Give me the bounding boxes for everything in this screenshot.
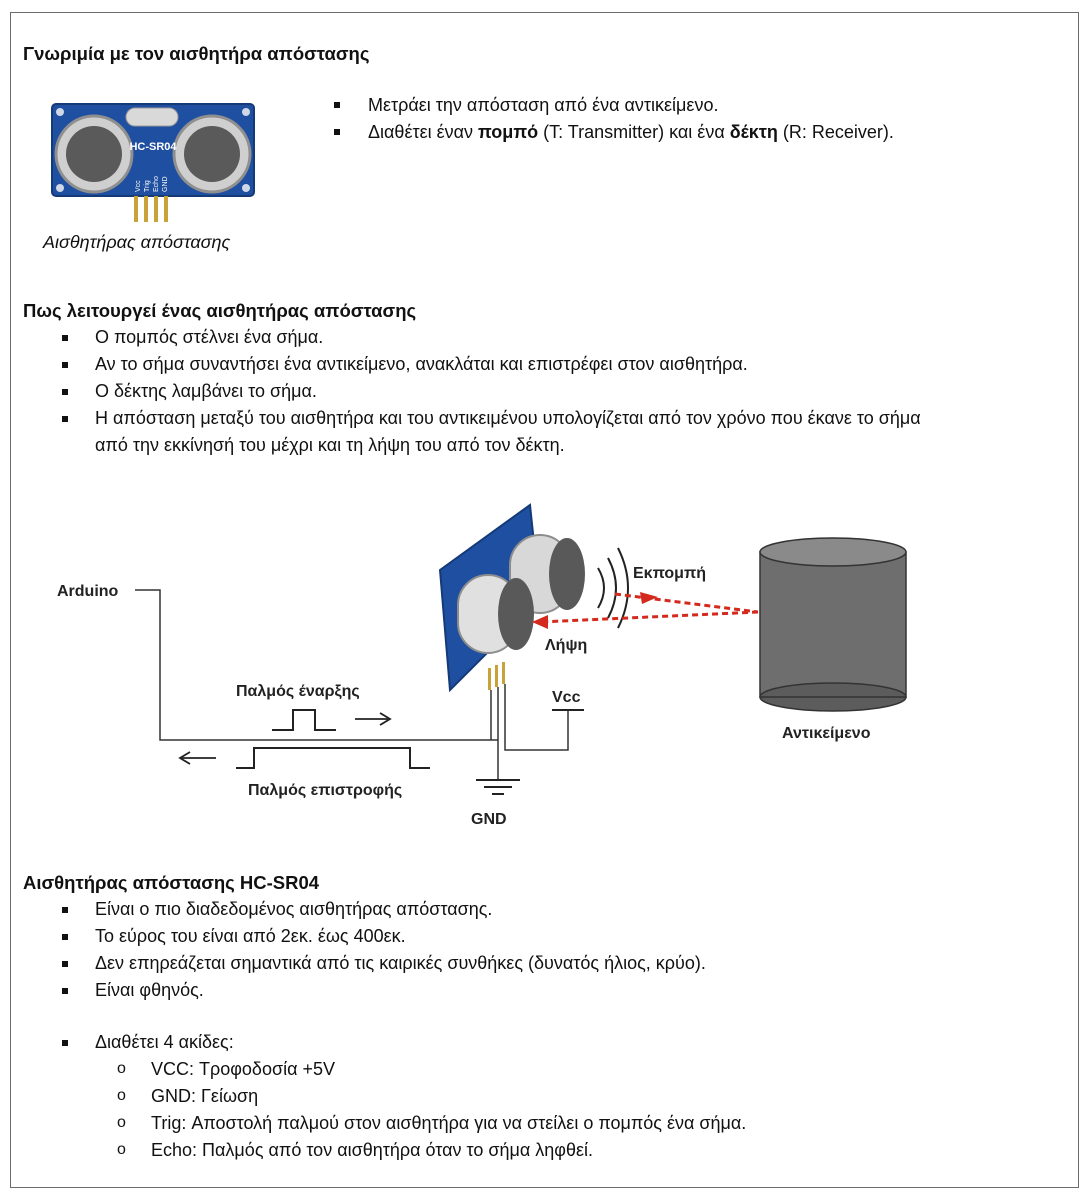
- arduino-label: Arduino: [57, 583, 119, 600]
- circle-bullet-icon: o: [117, 1087, 126, 1104]
- list-item: Ο δέκτης λαμβάνει το σήμα.: [95, 381, 317, 401]
- return-pulse-label: Παλμός επιστροφής: [248, 782, 402, 799]
- list-item: Το εύρος του είναι από 2εκ. έως 400εκ.: [95, 926, 406, 946]
- image-caption: Αισθητήρας απόστασης: [43, 232, 231, 252]
- square-bullet-icon: [62, 362, 68, 368]
- square-bullet-icon: [334, 102, 340, 108]
- svg-text:Vcc: Vcc: [135, 180, 142, 192]
- section-heading-intro: Γνωριμία με τον αισθητήρα απόστασης: [23, 43, 370, 64]
- square-bullet-icon: [62, 934, 68, 940]
- svg-text:GND: GND: [162, 176, 169, 192]
- pin-item: VCC: Τροφοδοσία +5V: [151, 1059, 336, 1079]
- square-bullet-icon: [62, 389, 68, 395]
- square-bullet-icon: [62, 335, 68, 341]
- sensor-photo: HC-SR04 Vcc Trig Echo GND: [48, 100, 258, 226]
- square-bullet-icon: [334, 129, 340, 135]
- pin-item: Echo: Παλμός από τον αισθητήρα όταν το σ…: [151, 1140, 594, 1160]
- square-bullet-icon: [62, 961, 68, 967]
- square-bullet-icon: [62, 988, 68, 994]
- circle-bullet-icon: o: [117, 1060, 126, 1077]
- sensor-board-label: HC-SR04: [129, 141, 177, 153]
- section-heading-hcsr04: Αισθητήρας απόστασης HC-SR04: [23, 872, 320, 893]
- svg-text:Trig: Trig: [144, 180, 151, 192]
- emission-label: Εκπομπή: [633, 565, 706, 582]
- square-bullet-icon: [62, 416, 68, 422]
- list-item: Η απόσταση μεταξύ του αισθητήρα και του …: [95, 408, 921, 428]
- list-item: Είναι ο πιο διαδεδομένος αισθητήρας απόσ…: [95, 899, 493, 919]
- svg-text:Echo: Echo: [153, 176, 160, 192]
- reception-label: Λήψη: [545, 637, 587, 654]
- start-pulse-label: Παλμός έναρξης: [236, 683, 360, 700]
- square-bullet-icon: [62, 1040, 68, 1046]
- gnd-label: GND: [471, 811, 507, 828]
- arrow-right-icon: [355, 712, 392, 726]
- page-frame: [10, 12, 1079, 1188]
- list-item-continuation: από την εκκίνησή του μέχρι και τη λήψη τ…: [95, 435, 565, 455]
- list-item: Διαθέτει έναν πομπό (T: Transmitter) και…: [368, 122, 894, 142]
- circle-bullet-icon: o: [117, 1141, 126, 1158]
- object-label: Αντικείμενο: [782, 725, 871, 742]
- list-item: Είναι φθηνός.: [95, 980, 204, 1000]
- ground-icon: [476, 779, 520, 795]
- arrow-left-icon: [178, 751, 216, 765]
- vcc-label: Vcc: [552, 689, 581, 706]
- pins-intro: Διαθέτει 4 ακίδες:: [95, 1032, 234, 1052]
- section-heading-how: Πως λειτουργεί ένας αισθητήρας απόστασης: [23, 300, 417, 321]
- list-item: Ο πομπός στέλνει ένα σήμα.: [95, 327, 324, 347]
- sensor-diagram: Arduino Παλμός έναρξης Παλμός επιστροφής: [40, 490, 960, 835]
- square-bullet-icon: [62, 907, 68, 913]
- circle-bullet-icon: o: [117, 1114, 126, 1131]
- pin-item: GND: Γείωση: [151, 1086, 259, 1106]
- list-item: Δεν επηρεάζεται σημαντικά από τις καιρικ…: [95, 953, 706, 973]
- object-cylinder: [759, 537, 907, 712]
- list-item: Μετράει την απόσταση από ένα αντικείμενο…: [368, 95, 719, 115]
- list-item: Αν το σήμα συναντήσει ένα αντικείμενο, α…: [95, 354, 748, 374]
- pin-item: Trig: Αποστολή παλμού στον αισθητήρα για…: [151, 1113, 747, 1133]
